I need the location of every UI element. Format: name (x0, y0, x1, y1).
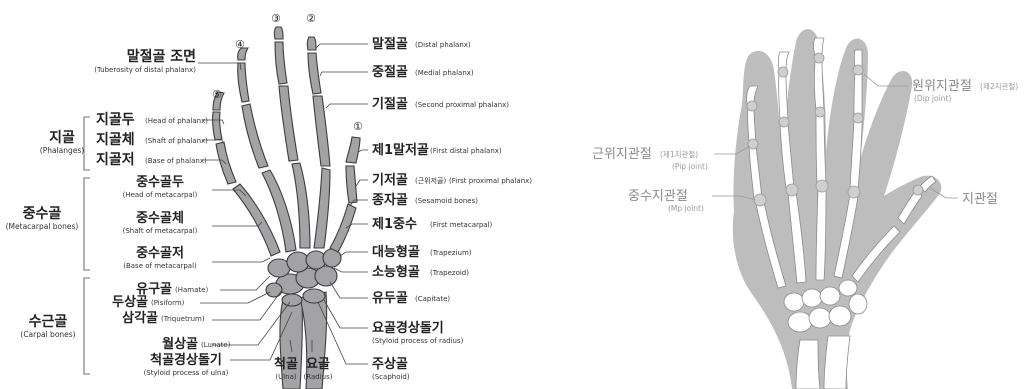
label-second-proximal: 기절골 (372, 97, 408, 112)
skeletal-hand-illustration (212, 26, 361, 389)
label-base-of-phalanx-en: (Base of phalanx) (145, 157, 207, 165)
label-first-distal: 제1말저골 (372, 143, 429, 158)
label-ip-joint: 지관절 (962, 192, 998, 207)
label-styloid-ulna-en: (Styloid process of ulna) (144, 369, 229, 377)
right-bone-labels: 말절골 (Distal phalanx) 중절골 (Medial phalanx… (372, 37, 532, 381)
metacarpal-bones (232, 162, 357, 257)
finger-numbers: ① ② ③ ④ ⑤ (212, 12, 363, 133)
label-first-proximal: 기저골 (372, 173, 408, 188)
label-dip-joint: 원위지관절 (912, 79, 972, 94)
label-head-of-metacarpal: 중수골두 (136, 175, 184, 190)
label-capitate: 유두골 (372, 291, 408, 306)
label-pip-joint-sub: (제1지관절) (660, 149, 698, 159)
label-first-proximal-en: (First proximal phalanx) (449, 177, 532, 185)
label-head-of-phalanx: 지골두 (96, 112, 135, 128)
finger-number-3: ③ (271, 12, 281, 25)
label-triquetrum: 삼각골 (122, 310, 158, 326)
label-dip-joint-sub: (제2지관절) (980, 81, 1018, 91)
label-tuberosity-en: (Tuberosity of distal phalanx) (94, 66, 196, 74)
leader-lines (198, 43, 368, 365)
label-hamate: 유구골 (136, 282, 172, 297)
carpal-bones (265, 248, 342, 307)
label-dip-joint-en: (Dip joint) (914, 94, 951, 103)
ulna-bone (279, 299, 303, 389)
label-tuberosity: 말절골 조면 (127, 48, 196, 65)
group-carpal-en: (Carpal bones) (20, 330, 75, 339)
label-pip-joint-en: (Pip joint) (672, 162, 708, 171)
label-shaft-of-phalanx: 지골체 (96, 132, 135, 148)
joint-markers (746, 52, 924, 207)
finger-2-bones (306, 36, 331, 167)
label-trapezium: 대능형골 (372, 244, 420, 260)
label-scaphoid: 주상골 (372, 357, 408, 372)
group-carpal-label: 수근골 (29, 314, 68, 330)
label-capitate-en: (Capitate) (415, 295, 450, 303)
label-styloid-radius-en: (Styloid process of radius) (372, 337, 464, 345)
group-metacarpal-label: 중수골 (23, 206, 62, 222)
label-trapezium-en: (Trapezium) (430, 249, 472, 257)
left-bone-labels: 말절골 조면 (Tuberosity of distal phalanx) 지골… (94, 48, 333, 381)
label-pisiform-en: (Pisiform) (151, 299, 185, 307)
label-mp-joint: 중수지관절 (628, 189, 688, 204)
label-trapezoid: 소능형골 (372, 264, 420, 280)
label-hamate-en: (Hamate) (175, 286, 208, 294)
label-pip-joint: 근위지관절 (592, 147, 652, 162)
label-head-of-phalanx-en: (Head of phalanx) (145, 117, 208, 125)
label-head-of-metacarpal-en: (Head of metacarpal) (123, 191, 198, 199)
label-ulna-en: (Ulna) (275, 373, 297, 381)
label-base-of-metacarpal-en: (Base of metacarpal) (123, 262, 197, 270)
label-distal-phalanx-en: (Distal phalanx) (415, 41, 471, 49)
label-second-proximal-en: (Second proximal phalanx) (415, 101, 509, 109)
label-medial-phalanx-en: (Medial phalanx) (415, 69, 474, 77)
label-shaft-of-metacarpal: 중수골체 (136, 211, 184, 226)
label-styloid-ulna: 척골경상돌기 (150, 352, 222, 368)
finger-1-bones (345, 136, 361, 204)
xray-leader-lines (712, 73, 958, 201)
group-metacarpal-en: (Metacarpal bones) (6, 222, 79, 231)
group-phalanges-en: (Phalanges) (40, 146, 85, 155)
label-radius-en: (Radius) (304, 373, 333, 381)
label-ulna: 척골 (274, 356, 298, 372)
label-sesamoid-en: (Sesamoid bones) (415, 197, 478, 205)
finger-4-bones (237, 47, 269, 169)
group-phalanges-label: 지골 (49, 130, 75, 146)
label-sesamoid: 종자골 (372, 193, 408, 208)
label-trapezoid-en: (Trapezoid) (430, 269, 469, 277)
label-first-proximal-sub: (근위저골) (415, 176, 446, 185)
label-styloid-radius: 요골경상돌기 (372, 320, 444, 336)
label-base-of-phalanx: 지골저 (96, 152, 135, 168)
finger-number-1: ① (353, 120, 363, 133)
label-scaphoid-en: (Scaphoid) (372, 373, 410, 381)
xray-labels: 원위지관절 (제2지관절) (Dip joint) 근위지관절 (제1지관절) … (592, 79, 1018, 213)
label-lunate-en: (Lunate) (201, 341, 231, 349)
radius-bone (299, 291, 328, 389)
label-triquetrum-en: (Triquetrum) (161, 315, 205, 323)
finger-5-bones (212, 91, 237, 185)
finger-number-5: ⑤ (212, 88, 222, 101)
finger-number-2: ② (306, 12, 316, 25)
finger-number-4: ④ (235, 38, 245, 51)
label-first-metacarpal-en: (First metacarpal) (430, 221, 493, 229)
label-shaft-of-metacarpal-en: (Shaft of metacarpal) (123, 227, 198, 235)
finger-3-bones (273, 26, 299, 162)
label-first-metacarpal: 제1중수 (372, 217, 417, 232)
label-shaft-of-phalanx-en: (Shaft of phalanx) (145, 137, 208, 145)
label-base-of-metacarpal: 중수골저 (136, 246, 184, 261)
group-labels: 지골 (Phalanges) 중수골 (Metacarpal bones) 수근… (6, 130, 85, 339)
xray-hand-illustration (712, 28, 958, 389)
label-radius: 요골 (306, 357, 330, 372)
label-mp-joint-en: (Mp joint) (668, 204, 704, 213)
group-brackets (83, 116, 90, 375)
label-distal-phalanx: 말절골 (372, 37, 408, 52)
label-pisiform: 두상골 (112, 295, 148, 310)
label-medial-phalanx: 중절골 (372, 65, 408, 80)
label-first-distal-en: (First distal phalanx) (430, 147, 502, 155)
label-lunate: 월상골 (162, 336, 198, 352)
